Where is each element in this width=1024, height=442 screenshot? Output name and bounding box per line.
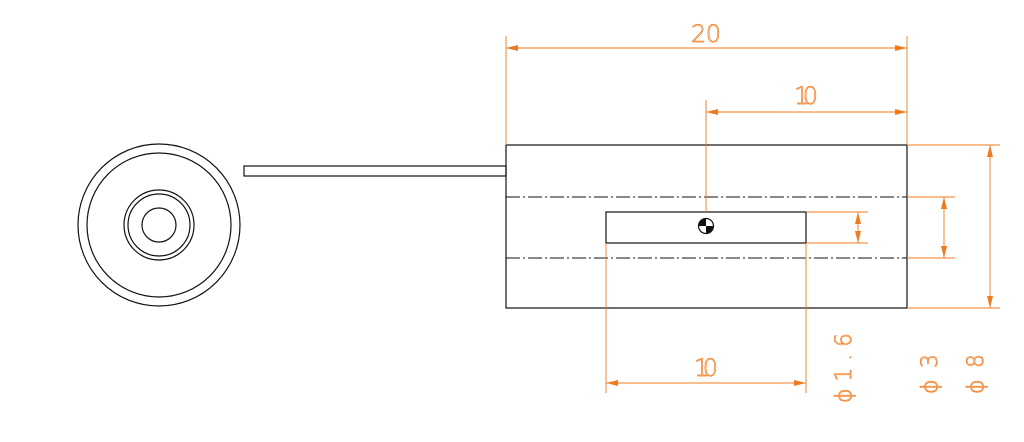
end-view-third-circle	[123, 189, 195, 261]
lead-wire	[243, 165, 507, 177]
dimension-label-10-bottom: 10	[694, 354, 718, 382]
dimension-label-phi-8: ϕ8	[964, 354, 989, 394]
end-view-fourth-circle	[127, 193, 191, 257]
dimension-window-length: 10	[605, 243, 807, 393]
end-view	[77, 143, 241, 307]
dimension-label-phi-1-6: ϕ1.6	[832, 333, 857, 403]
dimension-inner-diameter: ϕ1.6	[806, 211, 868, 403]
dimension-label-10-top: 10	[794, 82, 818, 110]
center-of-gravity-icon	[697, 217, 715, 235]
end-view-outer-circle	[77, 143, 241, 307]
dimension-label-20: 20	[691, 20, 721, 48]
dimension-overall-length: 20	[505, 20, 908, 145]
dimension-offset-length: 10	[705, 82, 907, 212]
end-view-second-circle	[86, 152, 232, 298]
dimension-mid-diameter: ϕ3	[907, 196, 955, 394]
dimension-label-phi-3: ϕ3	[918, 354, 943, 394]
body-outline	[505, 144, 908, 309]
side-view	[505, 144, 908, 309]
end-view-inner-circle	[141, 207, 177, 243]
